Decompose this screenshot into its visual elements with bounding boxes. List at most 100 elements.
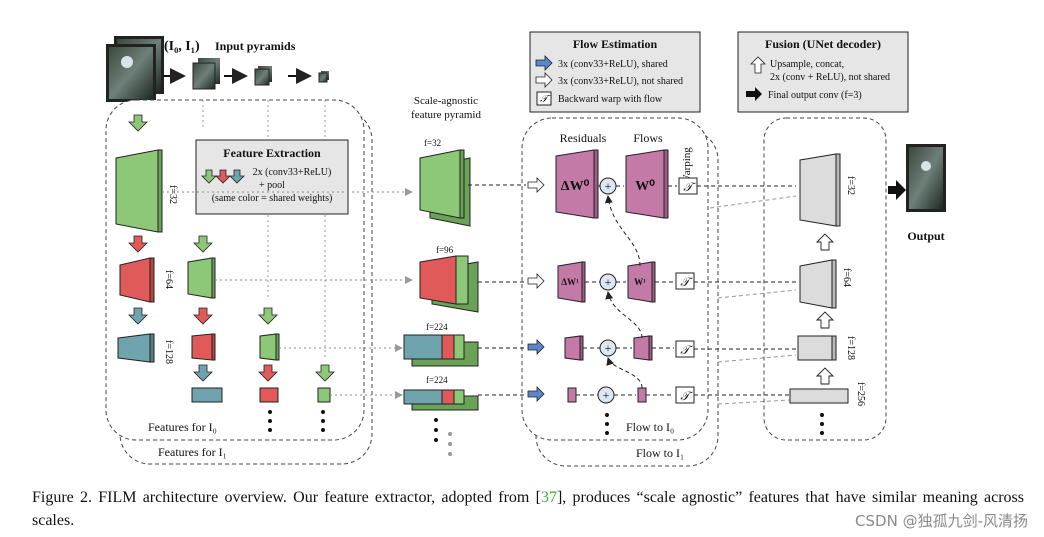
svg-text:𝒯: 𝒯 bbox=[540, 94, 551, 105]
extraction-legend-title: Feature Extraction bbox=[223, 146, 321, 160]
pyramid-level-f96 bbox=[419, 255, 479, 313]
w1-label: W¹ bbox=[634, 277, 646, 287]
feature-block-red-l3 bbox=[259, 387, 279, 403]
film-architecture-diagram: (I₀, I₁) Input pyramids f=32 bbox=[105, 31, 946, 467]
ellipsis-dots bbox=[268, 410, 325, 432]
flow-i1-connectors bbox=[709, 195, 797, 405]
fusion-block-f64 bbox=[799, 259, 837, 309]
scale-agnostic-title-1: Scale-agnostic bbox=[414, 95, 478, 107]
caption-text-before: Figure 2. FILM architecture overview. Ou… bbox=[32, 489, 541, 506]
extract-f128-label: f=128 bbox=[163, 340, 174, 364]
flow-block-w0 bbox=[625, 149, 669, 219]
not-shared-conv-arrow-icon bbox=[527, 273, 545, 289]
output-label: Output bbox=[907, 229, 944, 243]
scale-agnostic-title-2: feature pyramid bbox=[411, 109, 481, 121]
output-arrow-icon bbox=[746, 87, 762, 101]
flow-block-l3 bbox=[637, 387, 647, 403]
flow-legend-item1: 3x (conv33+ReLU), shared bbox=[558, 59, 668, 70]
warp-icon bbox=[536, 91, 552, 106]
flow-to-i0-label: Flow to I₀ bbox=[626, 420, 674, 434]
fusion-region bbox=[763, 117, 887, 441]
pyramid-level-f32 bbox=[419, 149, 471, 227]
watermark: CSDN @独孤九剑-风清扬 bbox=[855, 512, 1028, 530]
warp-box-l1 bbox=[675, 272, 695, 290]
flow-legend-title: Flow Estimation bbox=[573, 37, 658, 51]
svg-text:+: + bbox=[605, 275, 612, 289]
feature-block-red-f64 bbox=[119, 257, 155, 303]
flow-to-i1-label: Flow to I₁ bbox=[636, 446, 684, 460]
pyramid-level-f224b bbox=[403, 389, 479, 411]
flow-legend-item3: Backward warp with flow bbox=[558, 94, 663, 105]
warping-header: Warping bbox=[681, 147, 693, 185]
residual-block-l3 bbox=[567, 387, 577, 403]
shared-weights-arrows-icon bbox=[201, 169, 245, 184]
fusion-legend-item3: Final output conv (f=3) bbox=[768, 90, 862, 101]
pyr-f224b-label: f=224 bbox=[426, 375, 448, 385]
dw0-label: ΔW⁰ bbox=[561, 179, 590, 194]
shared-conv-arrow-icon bbox=[527, 339, 545, 355]
fusion-block-f256 bbox=[789, 388, 849, 404]
pyr-f32-label: f=32 bbox=[424, 138, 441, 148]
fusion-legend-title: Fusion (UNet decoder) bbox=[765, 37, 881, 51]
extract-f64-label: f=64 bbox=[163, 270, 174, 289]
upsample-arrow-icon bbox=[815, 233, 835, 385]
features-i0-label: Features for I₀ bbox=[148, 420, 217, 434]
feature-block-green-l3 bbox=[259, 333, 280, 361]
feature-block-green-l2 bbox=[187, 257, 216, 299]
svg-text:+: + bbox=[603, 388, 610, 402]
pyramid-ellipsis-dots bbox=[434, 418, 452, 456]
features-i1-label: Features for I₁ bbox=[158, 445, 227, 459]
residual-block-l2 bbox=[564, 335, 584, 361]
not-shared-conv-arrow-icon bbox=[535, 72, 553, 88]
flow-legend-item2: 3x (conv33+ReLU), not shared bbox=[558, 76, 683, 87]
extraction-to-pyramid-connectors bbox=[162, 188, 413, 399]
extraction-legend-line3: (same color = shared weights) bbox=[212, 193, 333, 204]
arrow-down-icon bbox=[128, 114, 335, 382]
fusion-legend: Fusion (UNet decoder) Upsample, concat, … bbox=[737, 31, 909, 113]
pyramid-level-f224a bbox=[403, 334, 479, 367]
flows-header: Flows bbox=[633, 131, 663, 145]
residuals-header: Residuals bbox=[560, 131, 607, 145]
feature-block-green-l4 bbox=[317, 387, 331, 403]
photo-icon bbox=[121, 56, 133, 68]
fusion-ellipsis-dots bbox=[820, 413, 824, 435]
output-arrow-icon bbox=[888, 180, 906, 200]
input-image-i0 bbox=[106, 44, 156, 102]
dw1-label: ΔW¹ bbox=[561, 277, 579, 287]
pyr-f96-label: f=96 bbox=[436, 245, 454, 255]
input-pyramids-title: Input pyramids bbox=[215, 39, 296, 53]
feature-extraction-legend: Feature Extraction 2x (conv33+ReLU) + po… bbox=[195, 139, 349, 215]
flow-estimation-legend: Flow Estimation 3x (conv33+ReLU), shared… bbox=[529, 31, 701, 113]
feature-block-teal-l2 bbox=[191, 387, 223, 403]
caption-reference-link[interactable]: 37 bbox=[540, 489, 557, 506]
flow-input-arrows bbox=[527, 177, 545, 402]
fusion-legend-item2: 2x (conv + ReLU), not shared bbox=[770, 72, 890, 83]
fus-f256-label: f=256 bbox=[855, 382, 866, 406]
flow-block-w1 bbox=[627, 261, 656, 303]
flow-connectors bbox=[468, 184, 796, 396]
extraction-legend-line2: + pool bbox=[259, 180, 285, 191]
extraction-legend-line1: 2x (conv33+ReLU) bbox=[253, 167, 332, 178]
not-shared-conv-arrow-icon bbox=[527, 177, 545, 193]
feature-block-green-f32 bbox=[115, 149, 163, 233]
extract-f32-label: f=32 bbox=[167, 185, 178, 204]
shared-conv-arrow-icon bbox=[527, 386, 545, 402]
pyr-f224a-label: f=224 bbox=[426, 322, 448, 332]
figure-caption: Figure 2. FILM architecture overview. Ou… bbox=[32, 486, 1024, 532]
w0-label: W⁰ bbox=[635, 179, 655, 194]
feature-block-teal-f128 bbox=[117, 333, 155, 363]
output-image bbox=[906, 144, 946, 212]
svg-text:+: + bbox=[605, 179, 612, 193]
input-pyramid-thumbnails bbox=[192, 58, 329, 90]
input-pair-label: (I₀, I₁) bbox=[164, 39, 200, 54]
svg-text:+: + bbox=[605, 341, 612, 355]
fus-f64-label: f=64 bbox=[841, 268, 852, 287]
fus-f32-label: f=32 bbox=[845, 176, 856, 195]
fusion-block-f128 bbox=[797, 335, 837, 361]
upsample-arrow-icon bbox=[750, 56, 766, 74]
fusion-block-f32 bbox=[799, 153, 841, 227]
flow-block-l2 bbox=[633, 335, 653, 361]
residual-block-dw0 bbox=[555, 149, 599, 219]
feature-block-red-l2 bbox=[191, 333, 216, 361]
flow-ellipsis-dots bbox=[605, 413, 609, 435]
